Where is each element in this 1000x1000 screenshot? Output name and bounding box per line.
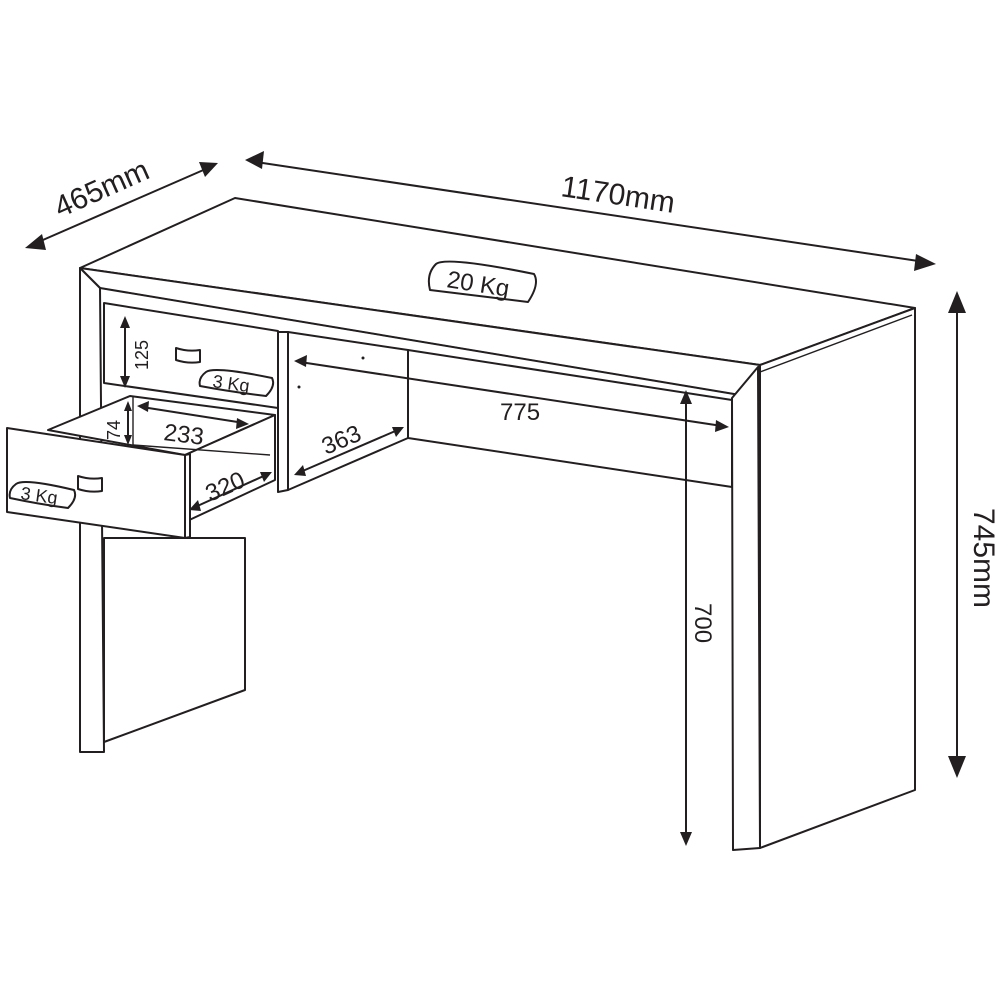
- right-side-panel: [759, 307, 916, 849]
- drawer-inner-width-label: 233: [162, 419, 205, 451]
- left-inner-panel: [103, 537, 246, 743]
- dimension-arrow-icon: [914, 254, 936, 271]
- handle-icon: [175, 347, 201, 364]
- dimension-arrow-icon: [680, 832, 692, 846]
- dimension-arrow-icon: [120, 376, 130, 388]
- dimension-arrow-icon: [189, 500, 201, 511]
- knee-height-label: 700: [689, 603, 716, 643]
- dimension-arrow-icon: [245, 151, 264, 169]
- dimension-arrow-icon: [680, 390, 692, 404]
- drawer-inner-width-dimension: 233: [137, 401, 249, 451]
- dimension-arrow-icon: [199, 162, 218, 177]
- weight-badge-icon: 3 Kg: [8, 481, 77, 509]
- upper-drawer[interactable]: 3 Kg: [103, 302, 279, 409]
- dimension-arrow-icon: [25, 234, 46, 250]
- dimension-arrow-icon: [120, 316, 130, 328]
- dimension-arrow-icon: [948, 291, 966, 313]
- handle-icon: [77, 475, 103, 493]
- dimension-arrow-icon: [124, 435, 132, 445]
- dimension-arrow-icon: [715, 420, 729, 432]
- dimension-arrow-icon: [236, 418, 249, 429]
- drawer-front-height-dimension: 125: [120, 316, 152, 388]
- knee-width-label: 775: [500, 399, 540, 426]
- dimension-arrow-icon: [294, 355, 307, 367]
- dimension-arrow-icon: [948, 756, 966, 778]
- dimension-arrow-icon: [124, 401, 132, 411]
- dimension-arrow-icon: [294, 465, 306, 476]
- height-dimension: 745mm: [948, 291, 1000, 778]
- dimension-arrow-icon: [260, 472, 272, 482]
- rear-apron: [407, 349, 733, 488]
- drawer-inner-height-label: 74: [104, 420, 124, 440]
- knee-height-dimension: 700: [680, 390, 716, 846]
- height-label: 745mm: [967, 508, 1000, 608]
- drawer-inner-height-dimension: 74: [104, 401, 132, 445]
- width-label: 1170mm: [559, 170, 677, 220]
- dimension-arrow-icon: [137, 401, 149, 412]
- drawer-column-divider: [277, 331, 289, 493]
- knee-width-dimension: 775: [294, 355, 729, 432]
- lower-drawer[interactable]: 3 Kg: [6, 395, 276, 539]
- dimension-arrow-icon: [392, 427, 404, 437]
- drawer-front-height-label: 125: [132, 340, 152, 370]
- right-front-leg: [731, 366, 761, 851]
- weight-badge-icon: 20 Kg: [427, 260, 537, 303]
- desk-drawing: [79, 197, 916, 851]
